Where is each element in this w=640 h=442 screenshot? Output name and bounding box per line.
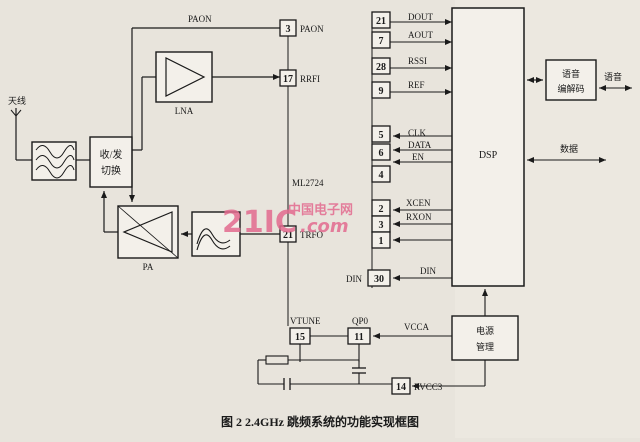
dsp-block: DSP <box>451 7 525 287</box>
svg-text:语音: 语音 <box>562 68 580 79</box>
svg-text:30: 30 <box>374 274 384 285</box>
antenna-filter <box>31 141 77 181</box>
svg-text:电源: 电源 <box>476 325 494 336</box>
svg-text:CLK: CLK <box>408 128 427 138</box>
svg-text:7: 7 <box>379 36 384 47</box>
svg-text:TRFO: TRFO <box>300 230 324 240</box>
svg-text:.com: .com <box>300 216 349 237</box>
svg-text:5: 5 <box>379 130 384 141</box>
svg-text:17: 17 <box>283 74 293 85</box>
pin-paon: 3 PAON <box>279 19 324 37</box>
svg-text:21: 21 <box>376 16 386 27</box>
svg-text:4: 4 <box>379 170 384 181</box>
din-right-label: DIN <box>420 266 436 276</box>
svg-text:EN: EN <box>412 152 424 162</box>
svg-text:REF: REF <box>408 80 425 90</box>
svg-text:QP0: QP0 <box>352 316 369 326</box>
pin-qp0: QP0 11 <box>347 316 371 345</box>
loop-resistor <box>265 355 289 365</box>
pin-rvcc3: 14 RVCC3 <box>391 377 443 395</box>
svg-text:21: 21 <box>283 230 293 241</box>
pa-block: PA <box>117 205 179 272</box>
svg-text:15: 15 <box>295 332 305 343</box>
svg-text:RXON: RXON <box>406 212 432 222</box>
svg-text:PAON: PAON <box>300 24 324 34</box>
data-label: 数据 <box>560 143 578 154</box>
svg-text:VTUNE: VTUNE <box>290 316 321 326</box>
svg-text:编解码: 编解码 <box>557 83 584 94</box>
lna-label: LNA <box>175 106 194 116</box>
pin-clk: 5 CLK <box>371 125 452 143</box>
svg-text:1: 1 <box>379 236 384 247</box>
svg-text:6: 6 <box>379 148 384 159</box>
svg-text:DATA: DATA <box>408 140 432 150</box>
pin-data: 6 DATA <box>371 140 452 161</box>
pin-ref: 9 REF <box>371 80 452 99</box>
lna-block: LNA <box>155 51 213 116</box>
svg-text:3: 3 <box>379 220 384 231</box>
svg-text:XCEN: XCEN <box>406 198 431 208</box>
svg-text:管理: 管理 <box>476 341 494 352</box>
svg-text:DOUT: DOUT <box>408 12 433 22</box>
svg-text:2: 2 <box>379 204 384 215</box>
watermark: 21IC 中国电子网 .com <box>222 202 353 240</box>
chip-name: ML2724 <box>292 178 324 188</box>
pin-din: 30 DIN DIN <box>346 266 452 287</box>
pin-dout: 21 DOUT <box>371 11 452 29</box>
svg-text:9: 9 <box>379 86 384 97</box>
codec-block: 语音 编解码 <box>545 59 597 101</box>
pin-rrfi: 17 RRFI <box>279 69 320 87</box>
svg-text:RRFI: RRFI <box>300 74 320 84</box>
pin-vtune: VTUNE 15 <box>289 316 321 345</box>
power-management-block: 电源 管理 <box>451 315 519 361</box>
svg-text:中国电子网: 中国电子网 <box>288 202 353 218</box>
svg-text:14: 14 <box>396 382 406 393</box>
svg-text:RVCC3: RVCC3 <box>414 382 443 392</box>
paon-signal-label: PAON <box>188 14 212 24</box>
pa-label: PA <box>143 262 154 272</box>
antenna-label: 天线 <box>8 95 26 106</box>
svg-text:3: 3 <box>286 24 291 35</box>
switch-label-1: 收/发 <box>100 148 123 161</box>
voice-label: 语音 <box>604 71 622 82</box>
vcca-label: VCCA <box>404 322 430 332</box>
svg-text:DIN: DIN <box>346 274 362 284</box>
figure-caption: 图 2 2.4GHz 跳频系统的功能实现框图 <box>221 414 419 429</box>
pin-en: EN <box>393 152 452 165</box>
antenna: 天线 <box>8 95 32 161</box>
svg-text:21IC: 21IC <box>222 205 297 240</box>
pin-xcen: 2 XCEN <box>371 198 452 217</box>
svg-text:28: 28 <box>376 62 386 73</box>
pin-1: 1 <box>371 231 452 249</box>
svg-text:11: 11 <box>354 332 363 343</box>
svg-text:DSP: DSP <box>479 150 498 161</box>
txrx-switch: 收/发 切换 <box>89 136 133 188</box>
pin-trfo: 21 TRFO <box>279 225 324 243</box>
switch-label-2: 切换 <box>101 164 121 177</box>
pin-4: 4 <box>371 165 391 183</box>
svg-text:RSSI: RSSI <box>408 56 427 66</box>
svg-text:AOUT: AOUT <box>408 30 433 40</box>
pin-rssi: 28 RSSI <box>371 56 452 75</box>
pin-aout: 7 AOUT <box>371 30 452 49</box>
